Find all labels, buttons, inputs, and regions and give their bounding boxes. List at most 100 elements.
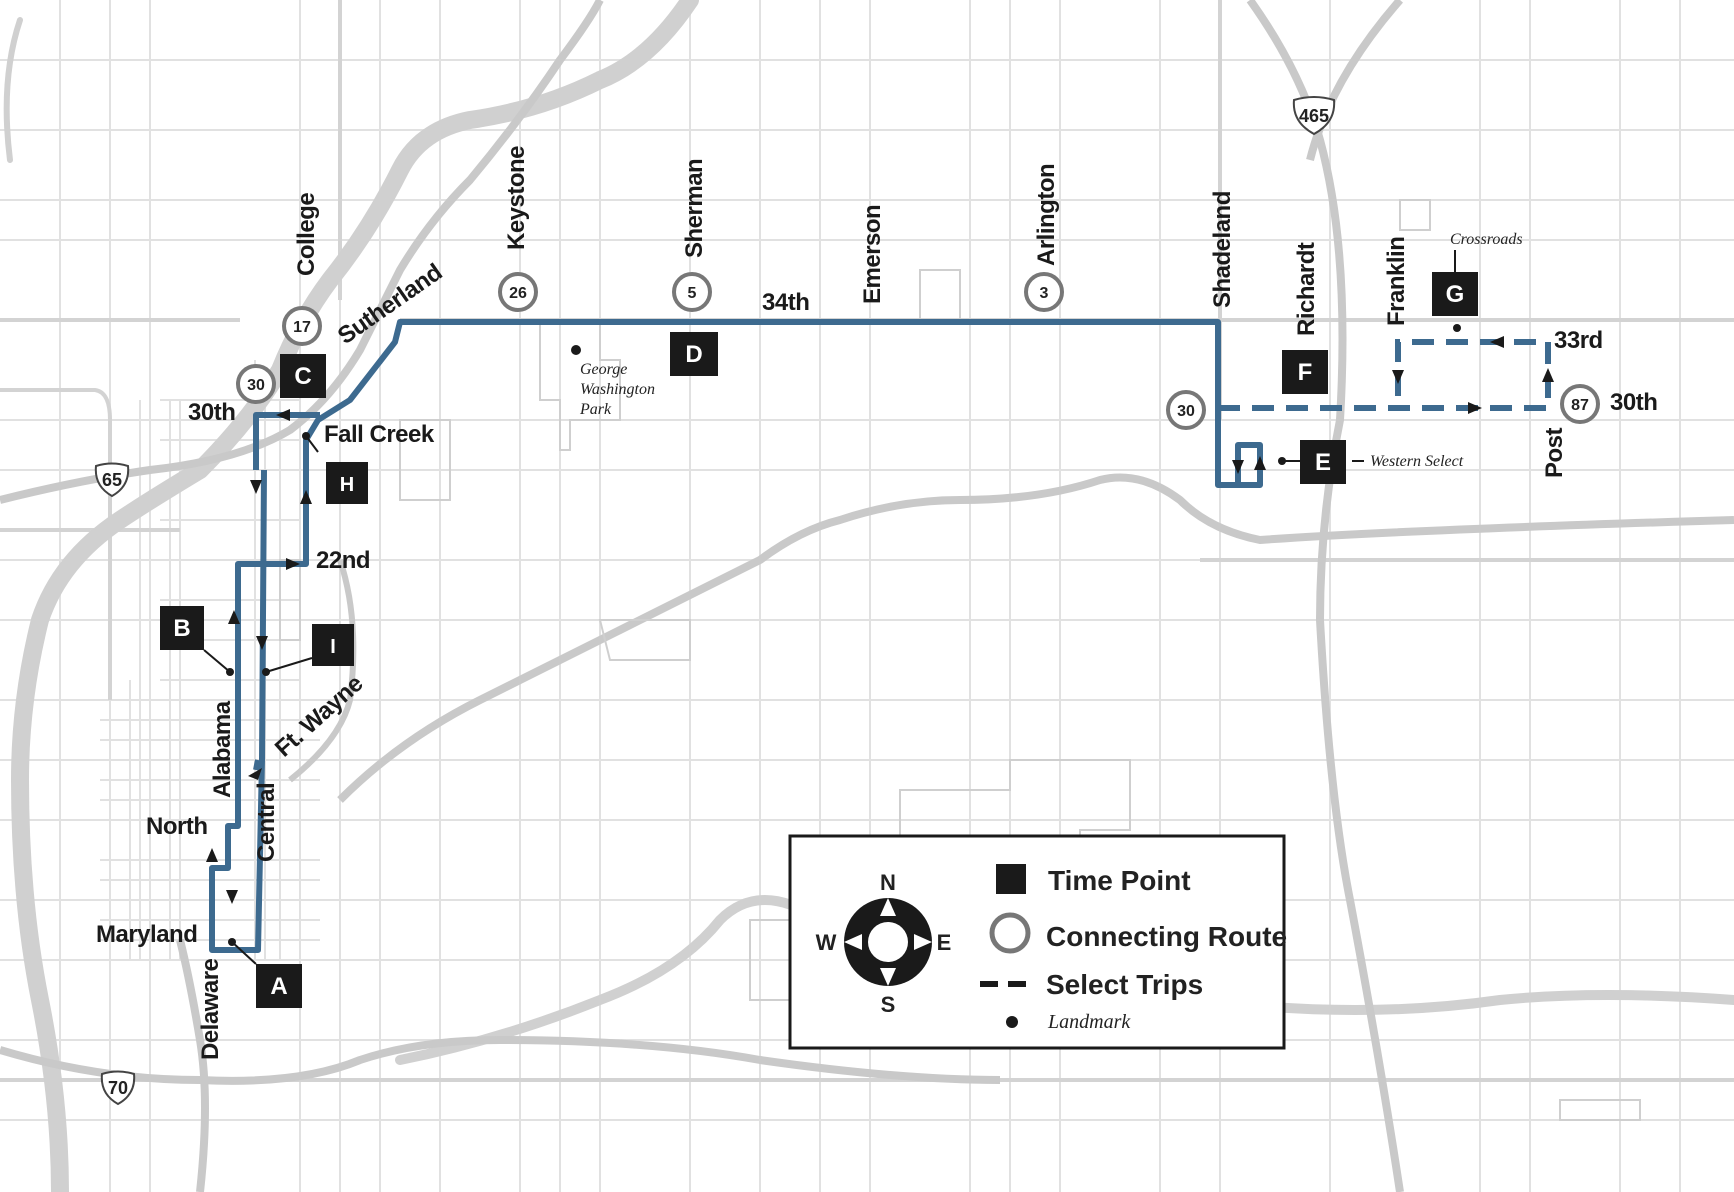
connecting-route-5-label: 5	[688, 285, 697, 302]
time-points: A B C D E F G	[160, 250, 1478, 1008]
street-label-shadeland: Shadeland	[1209, 191, 1236, 308]
time-point-g: G	[1432, 250, 1478, 332]
street-label-30th-west: 30th	[188, 399, 235, 426]
connecting-route-26: 26	[498, 272, 538, 312]
landmarks: George Washington Park Crossroads Wester…	[571, 231, 1523, 470]
arrow-left-icon	[1490, 336, 1504, 348]
route-loop-30th	[253, 412, 320, 470]
legend-connecting-route-swatch	[989, 912, 1031, 954]
street-label-22nd: 22nd	[316, 547, 370, 574]
time-point-a-dot	[228, 938, 236, 946]
compass-icon: N S E W	[816, 870, 952, 1017]
legend-time-point-label: Time Point	[1048, 865, 1191, 896]
compass-e-label: E	[937, 930, 952, 955]
connecting-route-30-west: 30	[236, 364, 276, 404]
connecting-route-3: 3	[1024, 272, 1064, 312]
legend-time-point-swatch	[996, 864, 1026, 894]
george-washington-park-label-3: Park	[579, 401, 612, 418]
legend: N S E W Time Point Connecting Route Sele…	[788, 834, 1287, 1050]
connecting-route-5: 5	[672, 272, 712, 312]
legend-landmark-swatch	[1006, 1016, 1018, 1028]
arrow-down-icon	[256, 636, 268, 650]
compass-n-label: N	[880, 870, 896, 895]
connecting-route-87-label: 87	[1571, 397, 1589, 414]
connecting-route-30-west-label: 30	[247, 377, 265, 394]
interstate-465-label: 465	[1299, 106, 1329, 126]
time-point-f-label: F	[1298, 359, 1313, 386]
street-label-post: Post	[1541, 427, 1568, 478]
time-point-g-label: G	[1446, 281, 1465, 308]
street-label-delaware: Delaware	[197, 958, 224, 1060]
arrow-left-icon	[276, 409, 290, 421]
street-label-central: Central	[253, 783, 280, 862]
arrow-down-icon	[1232, 460, 1244, 474]
connecting-route-30-east: 30	[1166, 390, 1206, 430]
crossroads-label: Crossroads	[1450, 231, 1523, 248]
street-label-sherman: Sherman	[681, 159, 708, 258]
time-point-h-dot	[302, 432, 310, 440]
time-point-a-label: A	[270, 973, 287, 1000]
connecting-routes: 17 30 26 5 3 30 87	[236, 272, 1600, 430]
time-point-c-label: C	[294, 363, 311, 390]
interstate-65-shield: 65	[94, 462, 130, 498]
street-label-arlington: Arlington	[1033, 164, 1060, 266]
time-point-h: H	[302, 432, 368, 504]
arrow-up-icon	[300, 490, 312, 504]
route-path	[209, 319, 1551, 953]
time-point-i: I	[262, 624, 354, 676]
street-label-alabama: Alabama	[209, 700, 236, 798]
western-select-label: Western Select	[1370, 453, 1464, 470]
street-label-maryland: Maryland	[96, 921, 197, 948]
time-point-f: F	[1282, 350, 1328, 394]
street-label-33rd: 33rd	[1554, 327, 1603, 354]
interstate-70-shield: 70	[100, 1070, 136, 1106]
connecting-route-30-east-label: 30	[1177, 403, 1195, 420]
interstate-65-label: 65	[102, 470, 122, 490]
time-point-d-label: D	[685, 341, 702, 368]
time-point-i-label: I	[330, 636, 336, 658]
street-label-30th-east: 30th	[1610, 389, 1657, 416]
street-label-franklin: Franklin	[1383, 237, 1410, 326]
street-label-richardt: Richardt	[1293, 242, 1320, 336]
time-point-g-dot	[1453, 324, 1461, 332]
arrow-right-icon	[1468, 402, 1482, 414]
legend-connecting-route-label: Connecting Route	[1046, 921, 1287, 952]
route-main-line	[209, 319, 1263, 953]
arrow-down-icon	[1392, 370, 1404, 384]
arrow-right-icon	[286, 558, 300, 570]
george-washington-park-label-2: Washington	[580, 381, 655, 398]
time-point-e: E	[1278, 440, 1364, 484]
interstate-465-shield: 465	[1292, 96, 1336, 136]
time-point-d: D	[670, 332, 718, 376]
route-central-line	[232, 469, 267, 953]
street-label-sutherland: Sutherland	[333, 259, 447, 350]
time-point-b: B	[160, 606, 234, 676]
highway-shields: 465 65 70	[94, 96, 1336, 1106]
legend-landmark-label: Landmark	[1047, 1011, 1131, 1033]
street-label-keystone: Keystone	[503, 146, 530, 250]
compass-w-label: W	[816, 930, 837, 955]
arrow-up-icon	[228, 610, 240, 624]
connecting-route-17-label: 17	[293, 319, 311, 336]
connecting-route-26-label: 26	[509, 285, 527, 302]
legend-select-trips-label: Select Trips	[1046, 969, 1203, 1000]
street-label-34th: 34th	[762, 289, 809, 316]
arrow-up-icon	[206, 848, 218, 862]
arrow-down-icon	[226, 890, 238, 904]
arrow-up-icon	[1542, 368, 1554, 382]
arrow-down-icon	[250, 480, 262, 494]
connecting-route-87: 87	[1560, 384, 1600, 424]
connecting-route-17: 17	[282, 306, 322, 346]
george-washington-park-label-1: George	[580, 361, 627, 378]
street-label-north: North	[146, 813, 207, 840]
street-labels: College Sutherland Keystone Sherman Emer…	[96, 146, 1658, 1060]
arrow-down-left-icon	[248, 768, 262, 780]
street-label-fall-creek: Fall Creek	[324, 421, 435, 448]
arrow-up-icon	[1254, 456, 1266, 470]
george-washington-park-dot	[571, 345, 581, 355]
compass-s-label: S	[881, 992, 896, 1017]
time-point-h-label: H	[340, 474, 354, 496]
direction-arrows	[206, 336, 1554, 904]
